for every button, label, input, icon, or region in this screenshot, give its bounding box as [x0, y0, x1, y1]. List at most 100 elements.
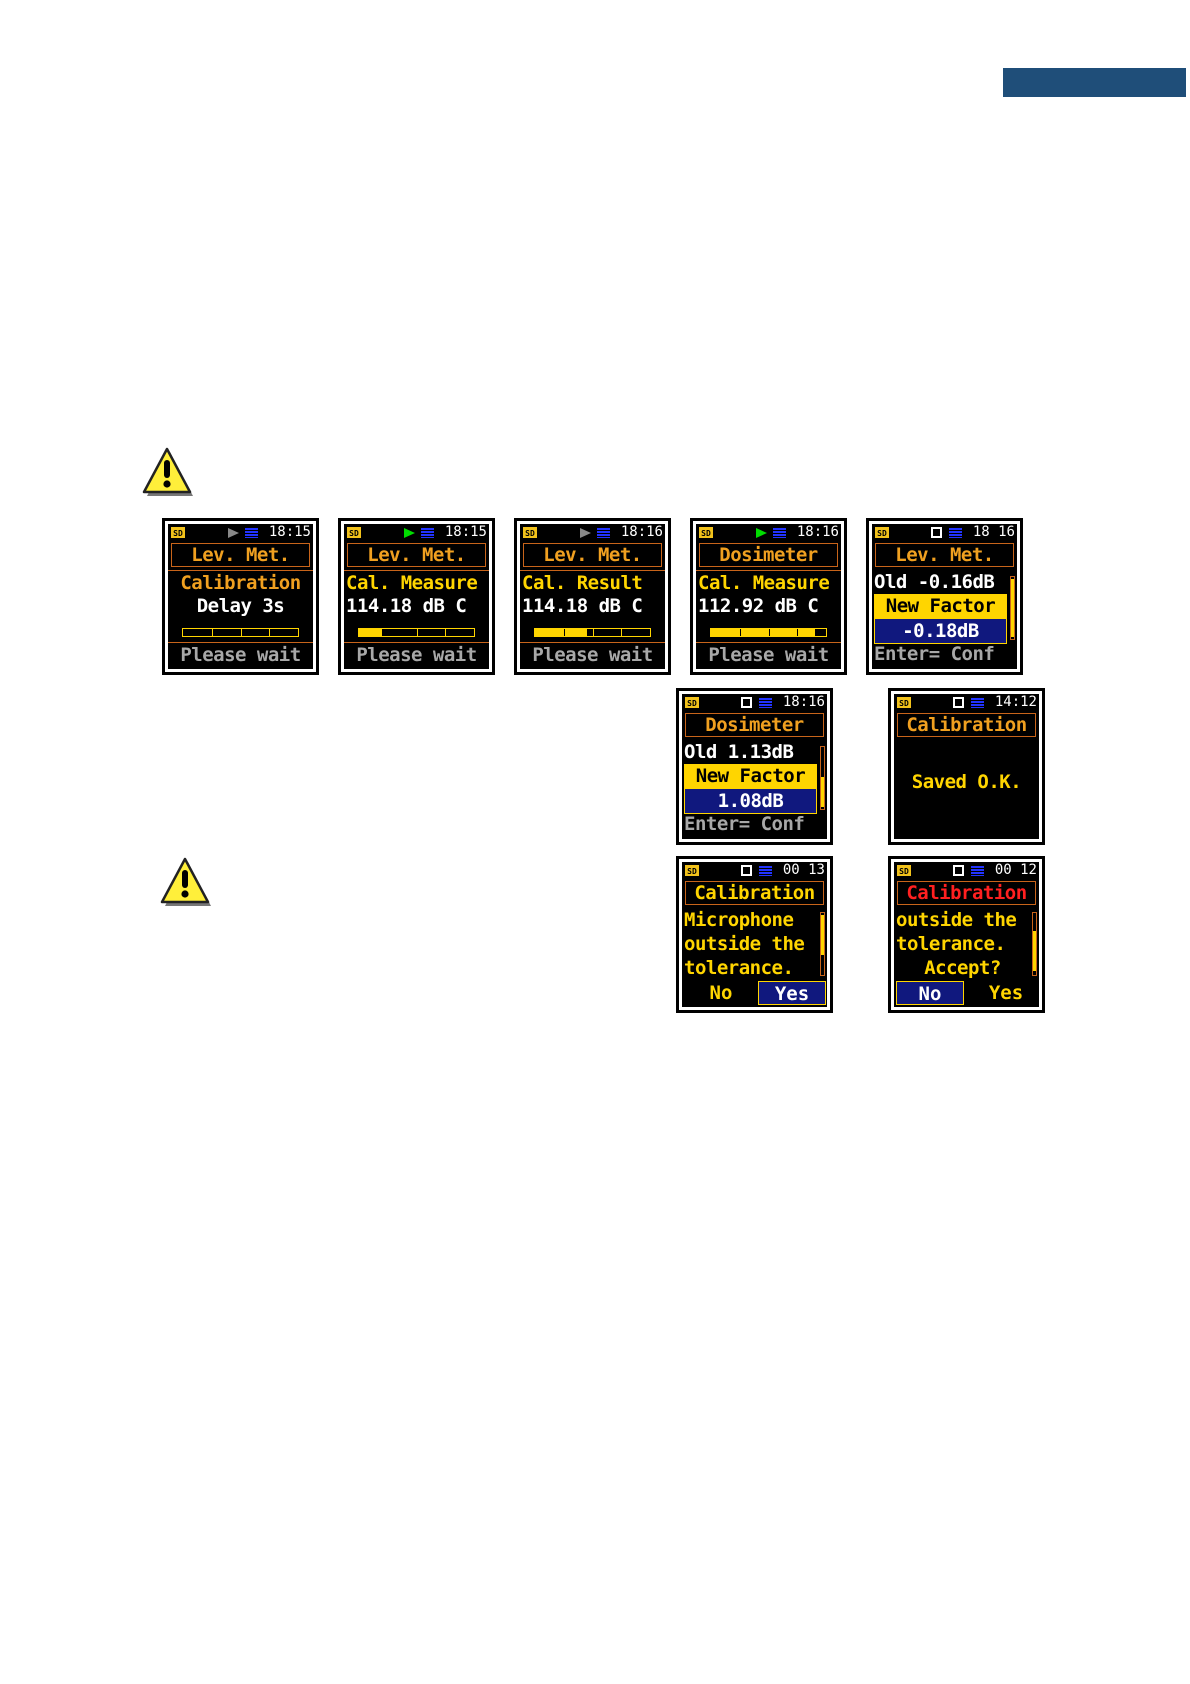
- clock: 18 16: [972, 524, 1015, 540]
- screen-line: Cal. Measure: [696, 570, 841, 595]
- screen-saved-ok: SD 14:12 Calibration Saved O.K.: [888, 688, 1045, 845]
- status-bar: SD 18:16: [682, 694, 827, 711]
- screen-title: Calibration: [906, 714, 1027, 736]
- yes-button[interactable]: Yes: [988, 982, 1024, 1004]
- title-frame: [523, 543, 662, 567]
- lcd-display: SD 00 13 Calibration Microphone outside …: [682, 862, 827, 1007]
- screen-line: Old 1.13dB: [684, 741, 794, 763]
- screen-line: Delay 3s: [196, 595, 285, 617]
- lcd-display: SD 00 12 Calibration outside the toleran…: [894, 862, 1039, 1007]
- stop-icon: [741, 697, 752, 708]
- play-icon: [404, 528, 415, 538]
- clock: 18:16: [782, 694, 825, 710]
- screen-line: 114.18 dB C: [346, 595, 467, 617]
- clock: 14:12: [994, 694, 1037, 710]
- screen-footer: Enter= Conf: [874, 643, 995, 665]
- title-frame: [875, 543, 1014, 567]
- clock: 18:15: [444, 524, 487, 540]
- screen-title: Calibration: [906, 882, 1027, 904]
- screen-line: 112.92 dB C: [698, 595, 819, 617]
- title-frame: [347, 543, 486, 567]
- progress-bar: [358, 628, 475, 637]
- lcd-display: SD 18 16 Lev. Met. Old -0.16dB New Facto…: [872, 524, 1017, 669]
- screen-accept-tolerance: SD 00 12 Calibration outside the toleran…: [888, 856, 1045, 1013]
- clock: 00 13: [782, 862, 825, 878]
- title-frame: [897, 713, 1036, 737]
- screen-title: Lev. Met.: [191, 544, 290, 566]
- clock: 18:15: [268, 524, 311, 540]
- scrollbar[interactable]: [820, 746, 825, 810]
- sd-card-icon: SD: [523, 527, 537, 538]
- status-bar: SD 18:15: [344, 524, 489, 541]
- screen-line: outside the: [684, 933, 805, 955]
- battery-icon: [949, 528, 962, 538]
- status-bar: SD 18:16: [696, 524, 841, 541]
- status-bar: SD 18:15: [168, 524, 313, 541]
- title-frame: [699, 543, 838, 567]
- scrollbar[interactable]: [820, 912, 825, 976]
- status-bar: SD 00 12: [894, 862, 1039, 879]
- screen-cal-result: SD 18:16 Lev. Met. Cal. Result 114.18 dB…: [514, 518, 671, 675]
- progress-bar: [182, 628, 299, 637]
- screen-footer: Please wait: [168, 642, 313, 667]
- screen-line: 114.18 dB C: [522, 595, 643, 617]
- screen-lev-met-new-factor: SD 18 16 Lev. Met. Old -0.16dB New Facto…: [866, 518, 1023, 675]
- clock: 18:16: [620, 524, 663, 540]
- progress-bar: [534, 628, 651, 637]
- sd-card-icon: SD: [875, 527, 889, 538]
- sd-card-icon: SD: [171, 527, 185, 538]
- screen-footer: Please wait: [520, 642, 665, 667]
- screen-microphone-tolerance: SD 00 13 Calibration Microphone outside …: [676, 856, 833, 1013]
- lcd-display: SD 18:15 Lev. Met. Calibration Delay 3s …: [168, 524, 313, 669]
- warning-triangle-icon: [158, 856, 212, 910]
- screen-line: Saved O.K.: [911, 771, 1022, 793]
- title-frame: [897, 881, 1036, 905]
- battery-icon: [597, 528, 610, 538]
- header-bar: [1003, 68, 1186, 97]
- screen-line: Microphone: [684, 909, 794, 931]
- battery-icon: [421, 528, 434, 538]
- yes-button[interactable]: Yes: [758, 981, 826, 1005]
- screen-title: Lev. Met.: [367, 544, 466, 566]
- title-frame: [685, 713, 824, 737]
- battery-icon: [971, 866, 984, 876]
- screen-line: tolerance.: [684, 957, 794, 979]
- play-icon: [228, 528, 239, 538]
- clock: 00 12: [994, 862, 1037, 878]
- screen-line: Cal. Measure: [344, 570, 489, 595]
- screen-line: Calibration: [168, 570, 313, 595]
- stop-icon: [953, 697, 964, 708]
- screen-title: Lev. Met.: [895, 544, 994, 566]
- sd-card-icon: SD: [897, 865, 911, 876]
- battery-icon: [971, 698, 984, 708]
- stop-icon: [741, 865, 752, 876]
- lcd-display: SD 18:15 Lev. Met. Cal. Measure 114.18 d…: [344, 524, 489, 669]
- sd-card-icon: SD: [897, 697, 911, 708]
- status-bar: SD 14:12: [894, 694, 1039, 711]
- clock: 18:16: [796, 524, 839, 540]
- screen-title: Lev. Met.: [543, 544, 642, 566]
- sd-card-icon: SD: [685, 697, 699, 708]
- scrollbar[interactable]: [1010, 576, 1015, 640]
- play-icon: [756, 528, 767, 538]
- screen-footer: Please wait: [344, 642, 489, 667]
- screen-line: outside the: [896, 909, 1017, 931]
- no-button[interactable]: No: [896, 981, 964, 1005]
- status-bar: SD 18:16: [520, 524, 665, 541]
- screen-dosimeter-new-factor: SD 18:16 Dosimeter Old 1.13dB New Factor…: [676, 688, 833, 845]
- screen-value-field[interactable]: 1.08dB: [684, 788, 817, 814]
- screen-footer: Please wait: [696, 642, 841, 667]
- stop-icon: [953, 865, 964, 876]
- no-button[interactable]: No: [709, 982, 733, 1004]
- battery-icon: [759, 698, 772, 708]
- scrollbar[interactable]: [1032, 912, 1037, 976]
- status-bar: SD 00 13: [682, 862, 827, 879]
- screen-value-field[interactable]: -0.18dB: [874, 618, 1007, 644]
- screen-title: Calibration: [694, 882, 815, 904]
- stop-icon: [931, 527, 942, 538]
- screen-line: tolerance.: [896, 933, 1006, 955]
- title-frame: [685, 881, 824, 905]
- screen-line: New Factor: [874, 594, 1007, 618]
- lcd-display: SD 14:12 Calibration Saved O.K.: [894, 694, 1039, 839]
- status-bar: SD 18 16: [872, 524, 1017, 541]
